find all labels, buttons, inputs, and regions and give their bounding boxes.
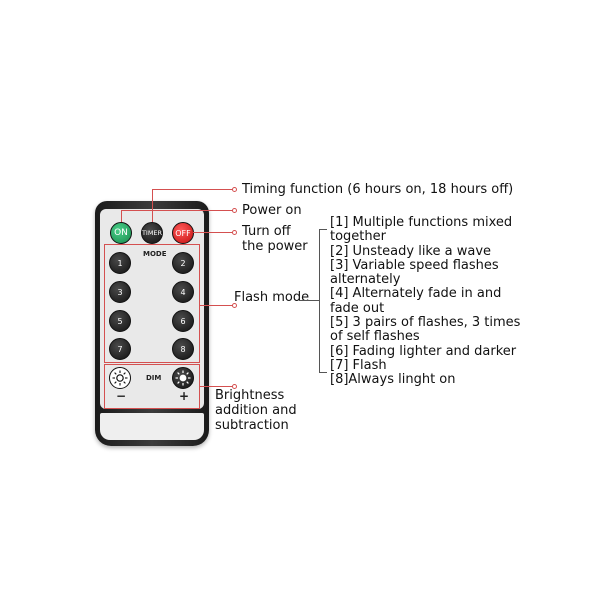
mode-3-button[interactable]: 3 (109, 281, 131, 303)
dim-buttons-frame (104, 364, 200, 409)
bracket-stub (299, 300, 319, 301)
mode-list-bracket (319, 229, 327, 373)
mode-5-button[interactable]: 5 (109, 310, 131, 332)
power-on-label: Power on (242, 203, 302, 218)
mode-list-item: [5] 3 pairs of flashes, 3 times (330, 315, 521, 331)
brightness-callout-dot (232, 384, 237, 389)
brightness-label-line3: subtraction (215, 418, 289, 433)
remote-bottom (100, 413, 204, 440)
turn-off-label-line2: the power (242, 239, 308, 254)
mode-2-button[interactable]: 2 (172, 252, 194, 274)
mode-list-item: alternately (330, 272, 401, 288)
mode-description-list: [1] Multiple functions mixed together [2… (330, 215, 521, 388)
power-on-callout-hline (121, 210, 234, 211)
mode-list-item: [1] Multiple functions mixed (330, 215, 513, 230)
mode-list-item: [4] Alternately fade in and (330, 286, 502, 302)
turn-off-callout-dot (232, 230, 237, 235)
mode-list-item: fade out (330, 300, 385, 316)
timer-callout-hline (152, 189, 234, 190)
mode-list-item: [2] Unsteady like a wave (330, 243, 492, 259)
flash-mode-callout-dot (232, 303, 237, 308)
brightness-callout-line (200, 386, 234, 387)
timing-function-label: Timing function (6 hours on, 18 hours of… (242, 182, 514, 197)
timer-callout-vline (152, 189, 153, 222)
mode-1-button[interactable]: 1 (109, 252, 131, 274)
mode-list-item: of self flashes (330, 329, 420, 345)
mode-7-button[interactable]: 7 (109, 338, 131, 360)
turn-off-callout-line (193, 232, 234, 233)
timer-button[interactable]: TIMER (141, 222, 163, 244)
sun-outline-icon (112, 370, 128, 386)
mode-6-button[interactable]: 6 (172, 310, 194, 332)
flash-mode-label: Flash mode (234, 290, 310, 305)
mode-list-item: [7] Flash (330, 357, 387, 373)
on-button[interactable]: ON (110, 222, 132, 244)
plus-label: + (179, 389, 190, 403)
mode-4-button[interactable]: 4 (172, 281, 194, 303)
dim-up-button[interactable] (172, 367, 194, 389)
mode-label: MODE (143, 250, 167, 258)
timer-callout-dot (232, 187, 237, 192)
mode-list-item: [8]Always linght on (330, 372, 456, 388)
mode-list-item: [6] Fading lighter and darker (330, 343, 517, 359)
sun-filled-icon (175, 370, 191, 386)
mode-8-button[interactable]: 8 (172, 338, 194, 360)
mode-list-item: together (330, 229, 386, 245)
brightness-label-line1: Brightness (215, 388, 285, 403)
mode-buttons-frame (104, 244, 200, 363)
dim-label: DIM (146, 374, 162, 382)
off-button[interactable]: OFF (172, 222, 194, 244)
turn-off-label-line1: Turn off (242, 224, 291, 239)
minus-label: − (116, 389, 127, 403)
power-on-callout-dot (232, 208, 237, 213)
brightness-label-line2: addition and (215, 403, 297, 418)
mode-list-item: [3] Variable speed flashes (330, 257, 499, 273)
flash-mode-callout-line (200, 305, 234, 306)
dim-down-button[interactable] (109, 367, 131, 389)
power-on-callout-vline (121, 210, 122, 222)
